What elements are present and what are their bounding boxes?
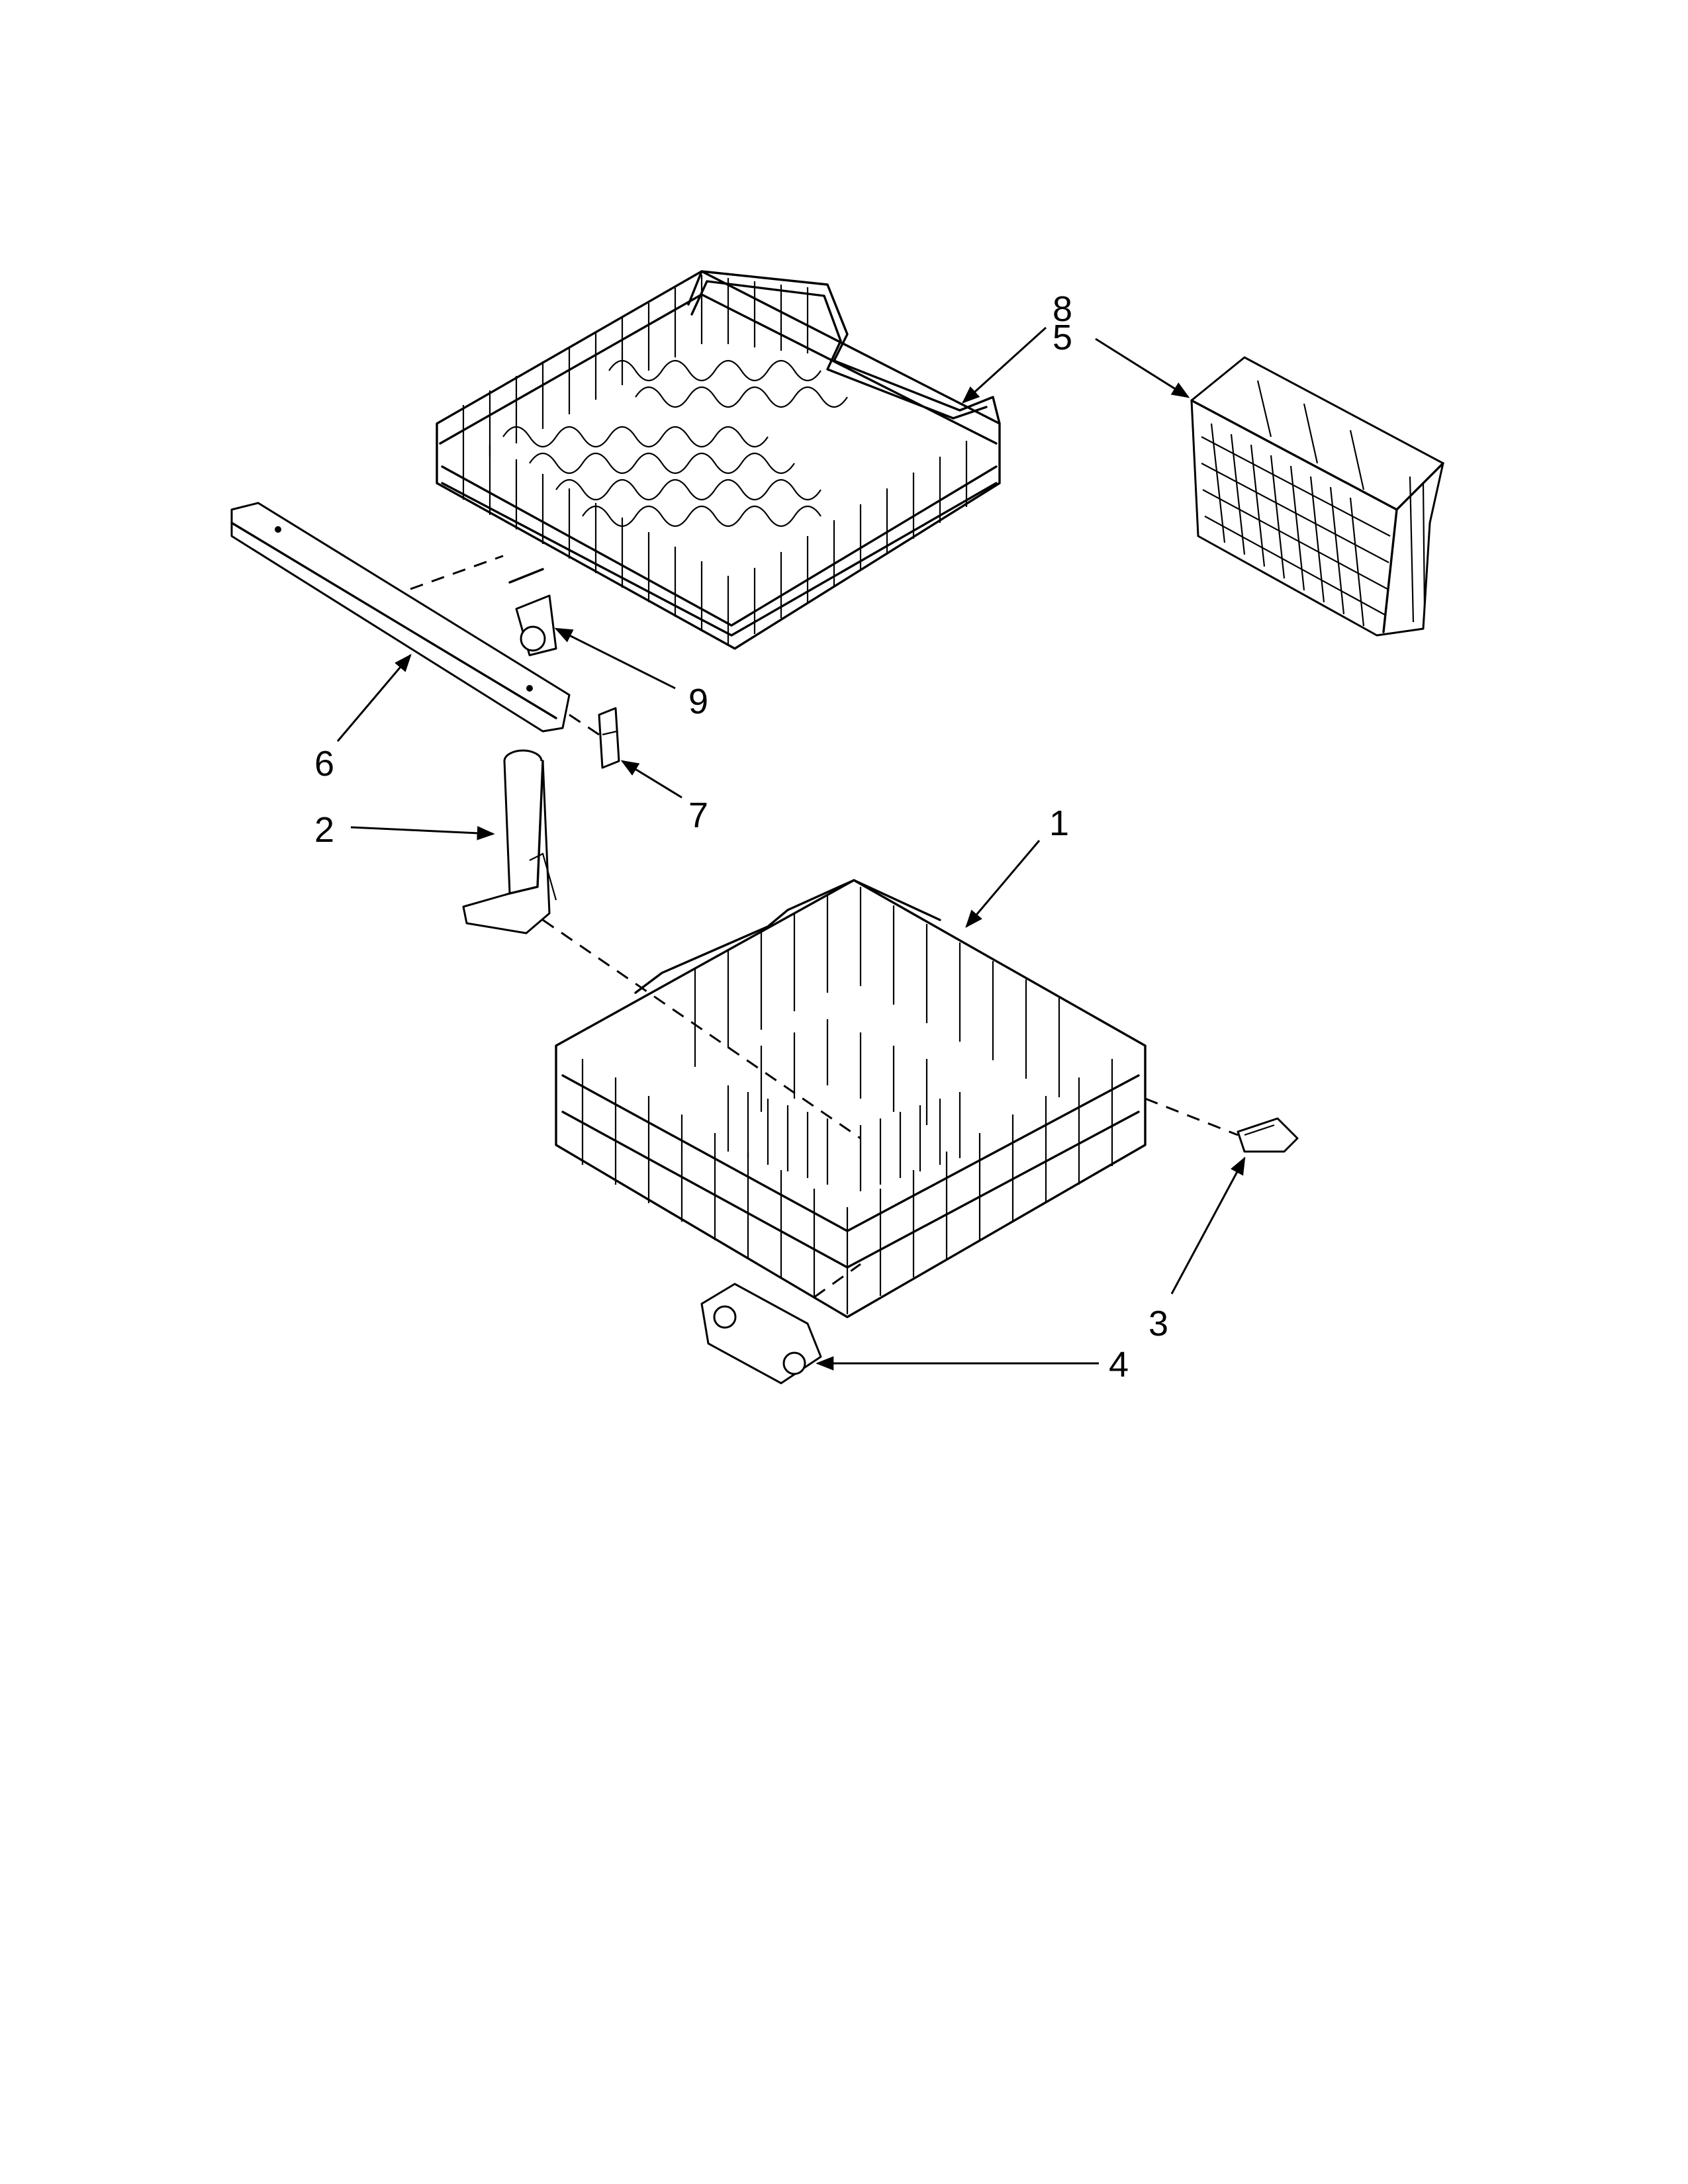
upper-rack — [436, 270, 1001, 650]
assembly-lines — [410, 555, 1239, 1298]
lower-rack — [555, 879, 1147, 1318]
callout-1: 1 — [1049, 803, 1069, 843]
silverware-basket — [1190, 356, 1444, 637]
leader-lines — [336, 326, 1246, 1371]
callout-6: 6 — [314, 744, 334, 784]
callout-4: 4 — [1109, 1345, 1129, 1385]
spray-tube — [462, 749, 557, 934]
callout-3: 3 — [1149, 1304, 1168, 1343]
rail-stop — [598, 707, 620, 769]
callout-labels: 8 5 9 6 7 2 1 3 4 — [314, 289, 1168, 1385]
callout-8: 8 — [1053, 289, 1072, 329]
rack-adjuster-clip — [508, 568, 557, 657]
rack-roller-clip — [1237, 1117, 1299, 1153]
rack-rail — [230, 502, 571, 733]
callout-7: 7 — [688, 796, 708, 835]
callout-5: 5 — [1053, 318, 1072, 357]
callout-2: 2 — [314, 810, 334, 850]
callout-9: 9 — [688, 682, 708, 721]
rack-wheel — [700, 1283, 822, 1385]
